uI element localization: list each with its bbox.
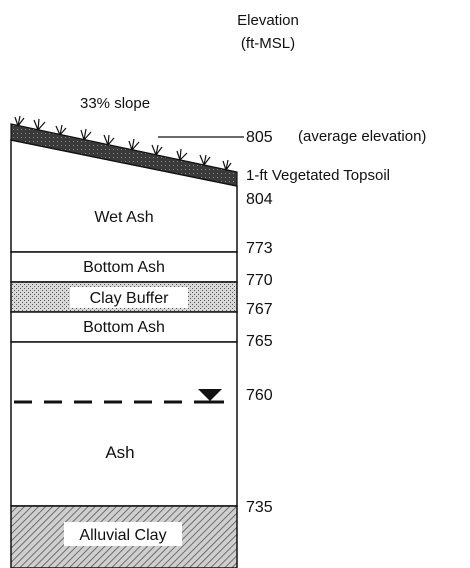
topsoil-label: 1-ft Vegetated Topsoil bbox=[246, 167, 390, 184]
water-table-icon bbox=[198, 389, 224, 404]
elevation-805: 805 bbox=[246, 129, 273, 146]
elevation-804: 804 bbox=[246, 191, 273, 208]
topsoil-band bbox=[10, 123, 238, 187]
bottom-ash-upper-label: Bottom Ash bbox=[83, 259, 165, 276]
average-elevation-note: (average elevation) bbox=[298, 128, 426, 145]
ash-label: Ash bbox=[105, 443, 134, 462]
bottom-ash-lower-label: Bottom Ash bbox=[83, 319, 165, 336]
elevation-units: (ft-MSL) bbox=[241, 35, 295, 52]
clay-buffer-label-box bbox=[70, 287, 188, 308]
clay-buffer-label: Clay Buffer bbox=[90, 290, 170, 307]
elevation-770: 770 bbox=[246, 272, 273, 289]
elevation-773: 773 bbox=[246, 240, 273, 257]
elevation-title: Elevation bbox=[237, 12, 299, 29]
alluvial-clay-label-box bbox=[64, 522, 182, 546]
slope-label: 33% slope bbox=[80, 95, 150, 112]
elevation-767: 767 bbox=[246, 301, 273, 318]
bottom-ash-upper-layer bbox=[10, 251, 238, 283]
ash-layer bbox=[10, 341, 238, 507]
elevation-765: 765 bbox=[246, 333, 273, 350]
alluvial-clay-label: Alluvial Clay bbox=[79, 527, 166, 544]
vegetation-icon bbox=[14, 115, 232, 171]
bottom-ash-lower-layer bbox=[10, 311, 238, 343]
elevation-760: 760 bbox=[246, 387, 273, 404]
alluvial-clay-layer bbox=[10, 505, 238, 568]
elevation-735: 735 bbox=[246, 499, 273, 516]
wet-ash-label: Wet Ash bbox=[94, 209, 153, 226]
